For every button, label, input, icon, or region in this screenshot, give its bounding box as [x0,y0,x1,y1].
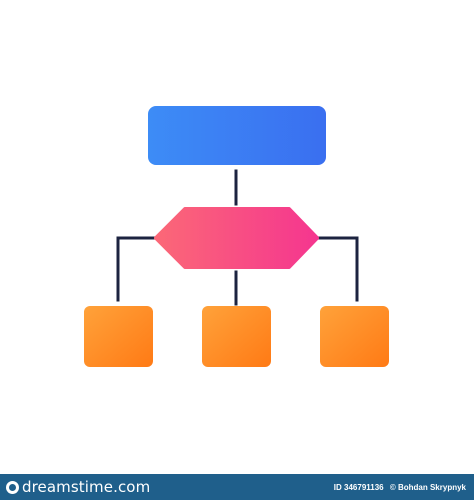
connector-lines [116,169,359,306]
hierarchy-diagram [84,106,389,367]
brand-name: dreamstime.com [22,478,151,496]
bottom-right-node [320,306,389,367]
image-meta: ID 346791136 © Bohdan Skrypnyk [334,483,466,492]
brand: dreamstime.com [6,478,150,496]
bottom-left-node [84,306,153,367]
top-node [148,106,326,165]
dreamstime-logo-icon [6,480,19,494]
image-credit: © Bohdan Skrypnyk [389,482,466,492]
bottom-center-node [202,306,271,367]
connector-middle-right [318,236,359,302]
connector-middle-left [116,236,156,302]
middle-hexagon-node [154,207,319,269]
image-id: ID 346791136 [333,482,384,492]
watermark-footer: dreamstime.com ID 346791136 © Bohdan Skr… [0,474,474,500]
